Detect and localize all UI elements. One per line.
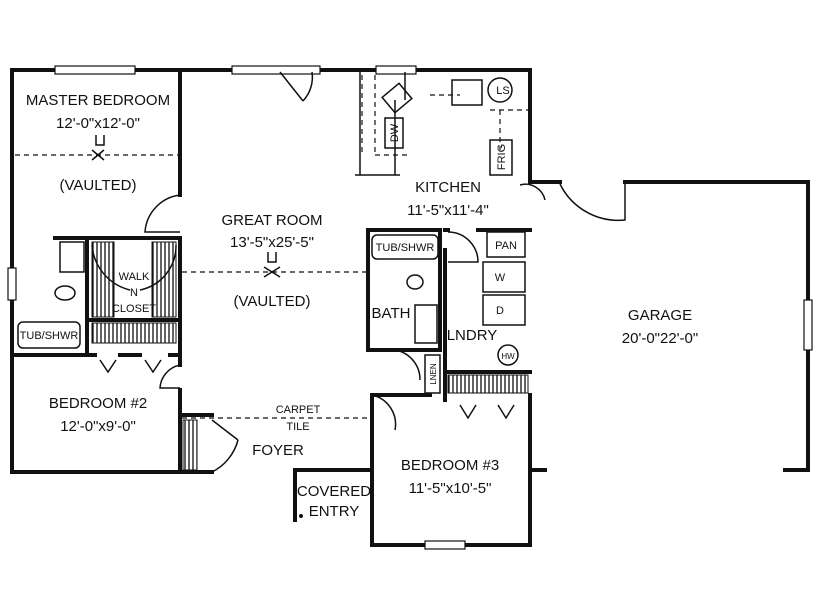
window [7, 267, 17, 301]
dryer [482, 294, 526, 326]
kitchen-size: 11'-5"x11'-4" [407, 202, 489, 219]
kitchen-label: KITCHEN [415, 179, 481, 196]
bedroom2-size: 12'-0"x9'-0" [60, 418, 136, 435]
dishwasher-label: DW [389, 123, 401, 142]
walls [10, 68, 810, 547]
bedroom3-size: 11'-5"x10'-5" [409, 480, 492, 497]
closet-shelf [151, 241, 177, 318]
kitchen-counters [355, 72, 513, 176]
great-room-size: 13'-5"x25'-5" [230, 234, 314, 251]
linen-label: LNEN [429, 363, 438, 385]
closet-shelf [91, 241, 115, 318]
closet-shelf [182, 419, 198, 471]
toilet-icon [406, 274, 424, 290]
tile-note: TILE [286, 421, 309, 433]
linen-closet [424, 354, 441, 394]
covered-entry-label: COVERED [297, 483, 371, 500]
light-icon [299, 514, 303, 518]
tub [371, 234, 439, 260]
tub-label: TUB/SHWR [20, 330, 79, 342]
fridge-label: FRIG [496, 144, 508, 170]
tub-label: TUB/SHWR [376, 242, 435, 254]
lazy-susan-icon [487, 77, 513, 103]
laundry-label: LNDRY [447, 327, 498, 344]
window [231, 65, 321, 75]
windows [7, 65, 813, 550]
great-room-ceiling: (VAULTED) [234, 293, 311, 310]
carpet-note: CARPET [276, 404, 321, 416]
washer-label: W [495, 272, 506, 284]
master-bedroom-ceiling: (VAULTED) [60, 177, 137, 194]
pantry-label: PAN [495, 240, 517, 252]
great-room-label: GREAT ROOM [221, 212, 322, 229]
window [424, 540, 466, 550]
closet-label: N [130, 287, 138, 299]
labels: MASTER BEDROOM 12'-0"x12'-0" (VAULTED) G… [20, 85, 699, 520]
bath-label: BATH [372, 305, 411, 322]
toilet-icon [54, 285, 76, 301]
closet-shelf [447, 374, 529, 394]
sink-icon [414, 304, 438, 344]
master-bedroom-label: MASTER BEDROOM [26, 92, 170, 109]
water-heater-label: HW [501, 352, 515, 361]
washer [482, 261, 526, 293]
window [375, 65, 417, 75]
water-heater-icon [497, 344, 519, 366]
covered-entry-label: ENTRY [309, 503, 360, 520]
pantry [486, 231, 526, 258]
garage-label: GARAGE [628, 307, 692, 324]
foyer-label: FOYER [252, 442, 304, 459]
bedroom2-label: BEDROOM #2 [49, 395, 147, 412]
sink-icon [381, 82, 413, 114]
ceiling-lines [15, 75, 530, 419]
ceiling-fan-icon [91, 135, 105, 161]
window [54, 65, 136, 75]
doors [99, 71, 626, 473]
ceiling-fan-icon [263, 252, 281, 278]
closet-label: WALK [119, 271, 150, 283]
sink-icon [59, 241, 85, 273]
bedroom3-label: BEDROOM #3 [401, 457, 499, 474]
master-bedroom-size: 12'-0"x12'-0" [56, 115, 140, 132]
garage-size: 20'-0"22'-0" [622, 330, 698, 347]
lazy-susan-label: LS [496, 85, 509, 97]
fixtures [17, 135, 529, 518]
dishwasher [384, 117, 404, 149]
dryer-label: D [496, 305, 504, 317]
tub [17, 321, 81, 349]
closet-label: CLOSET [112, 303, 156, 315]
cooktop [451, 79, 483, 106]
window [803, 299, 813, 351]
fridge [489, 139, 513, 176]
closet-shelf [91, 322, 177, 344]
